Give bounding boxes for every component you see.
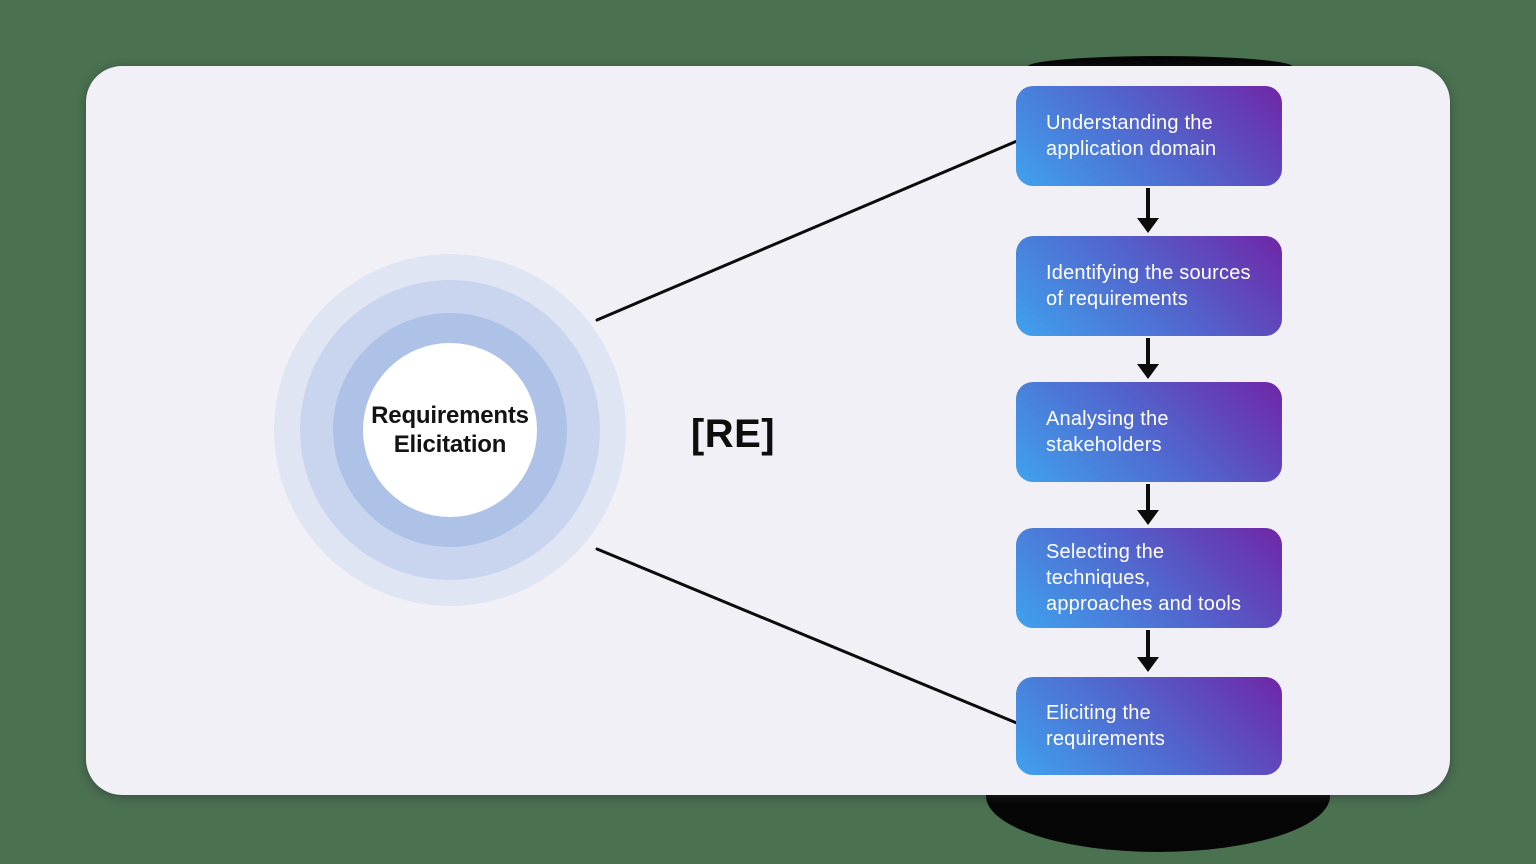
step-label: Identifying the sources of requirements — [1046, 262, 1251, 310]
step-box-selecting: Selecting the techniques, approaches and… — [1016, 528, 1282, 628]
step-label: Analysing the stakeholders — [1046, 408, 1169, 456]
flow-arrow-1 — [1137, 188, 1159, 233]
connector-bottom-line — [595, 547, 1021, 726]
step-label: Selecting the techniques, approaches and… — [1046, 541, 1242, 615]
step-label: Understanding the application domain — [1046, 112, 1217, 160]
step-box-analysing: Analysing the stakeholders — [1016, 382, 1282, 482]
connector-top-line — [595, 139, 1019, 322]
step-box-identifying: Identifying the sources of requirements — [1016, 236, 1282, 336]
step-box-understanding: Understanding the application domain — [1016, 86, 1282, 186]
flow-arrow-2 — [1137, 338, 1159, 379]
hub-circle: Requirements Elicitation — [363, 343, 537, 517]
re-tag-label: [RE] — [690, 411, 776, 456]
hub-label: Requirements Elicitation — [371, 402, 529, 458]
step-box-eliciting: Eliciting the requirements — [1016, 677, 1282, 775]
step-label: Eliciting the requirements — [1046, 702, 1166, 750]
flow-arrow-3 — [1137, 484, 1159, 525]
flow-arrow-4 — [1137, 630, 1159, 672]
